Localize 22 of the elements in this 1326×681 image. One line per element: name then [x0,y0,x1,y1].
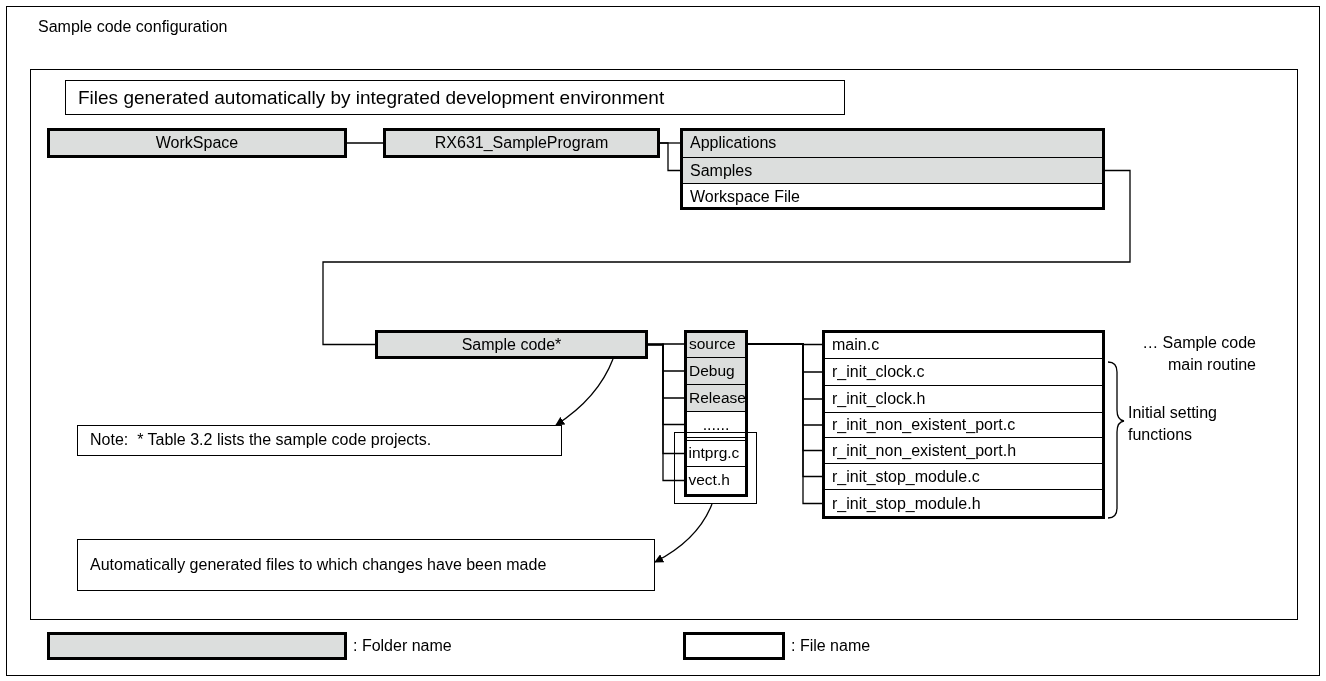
annotation: … Sample code main routine [1141,333,1256,375]
folder-box: WorkSpace [47,128,347,158]
folder-box: Samples [680,157,1105,184]
file-box: Release [684,384,748,412]
connector-line [346,142,384,144]
arrow [555,358,614,426]
arrow [654,503,713,563]
folder-box: Sample code* [375,330,648,359]
connector-line [322,169,1131,346]
title: Sample code configuration [38,18,228,36]
note-box: Note: * Table 3.2 lists the sample code projects. [77,425,562,456]
folder-box: RX631_SampleProgram [383,128,660,158]
note-box: Files generated automatically by integrated development environment [65,80,845,115]
legend-text: : Folder name [353,637,452,655]
legend-text: : File name [791,637,871,655]
annotation: Initial setting functions [1128,403,1218,445]
note-box: Automatically generated files to which changes have been made [77,539,655,591]
connector-line [647,343,685,482]
connector-line [747,343,823,505]
connector-line [659,142,681,172]
file-box: Debug [684,357,748,385]
group-outline [674,432,757,504]
